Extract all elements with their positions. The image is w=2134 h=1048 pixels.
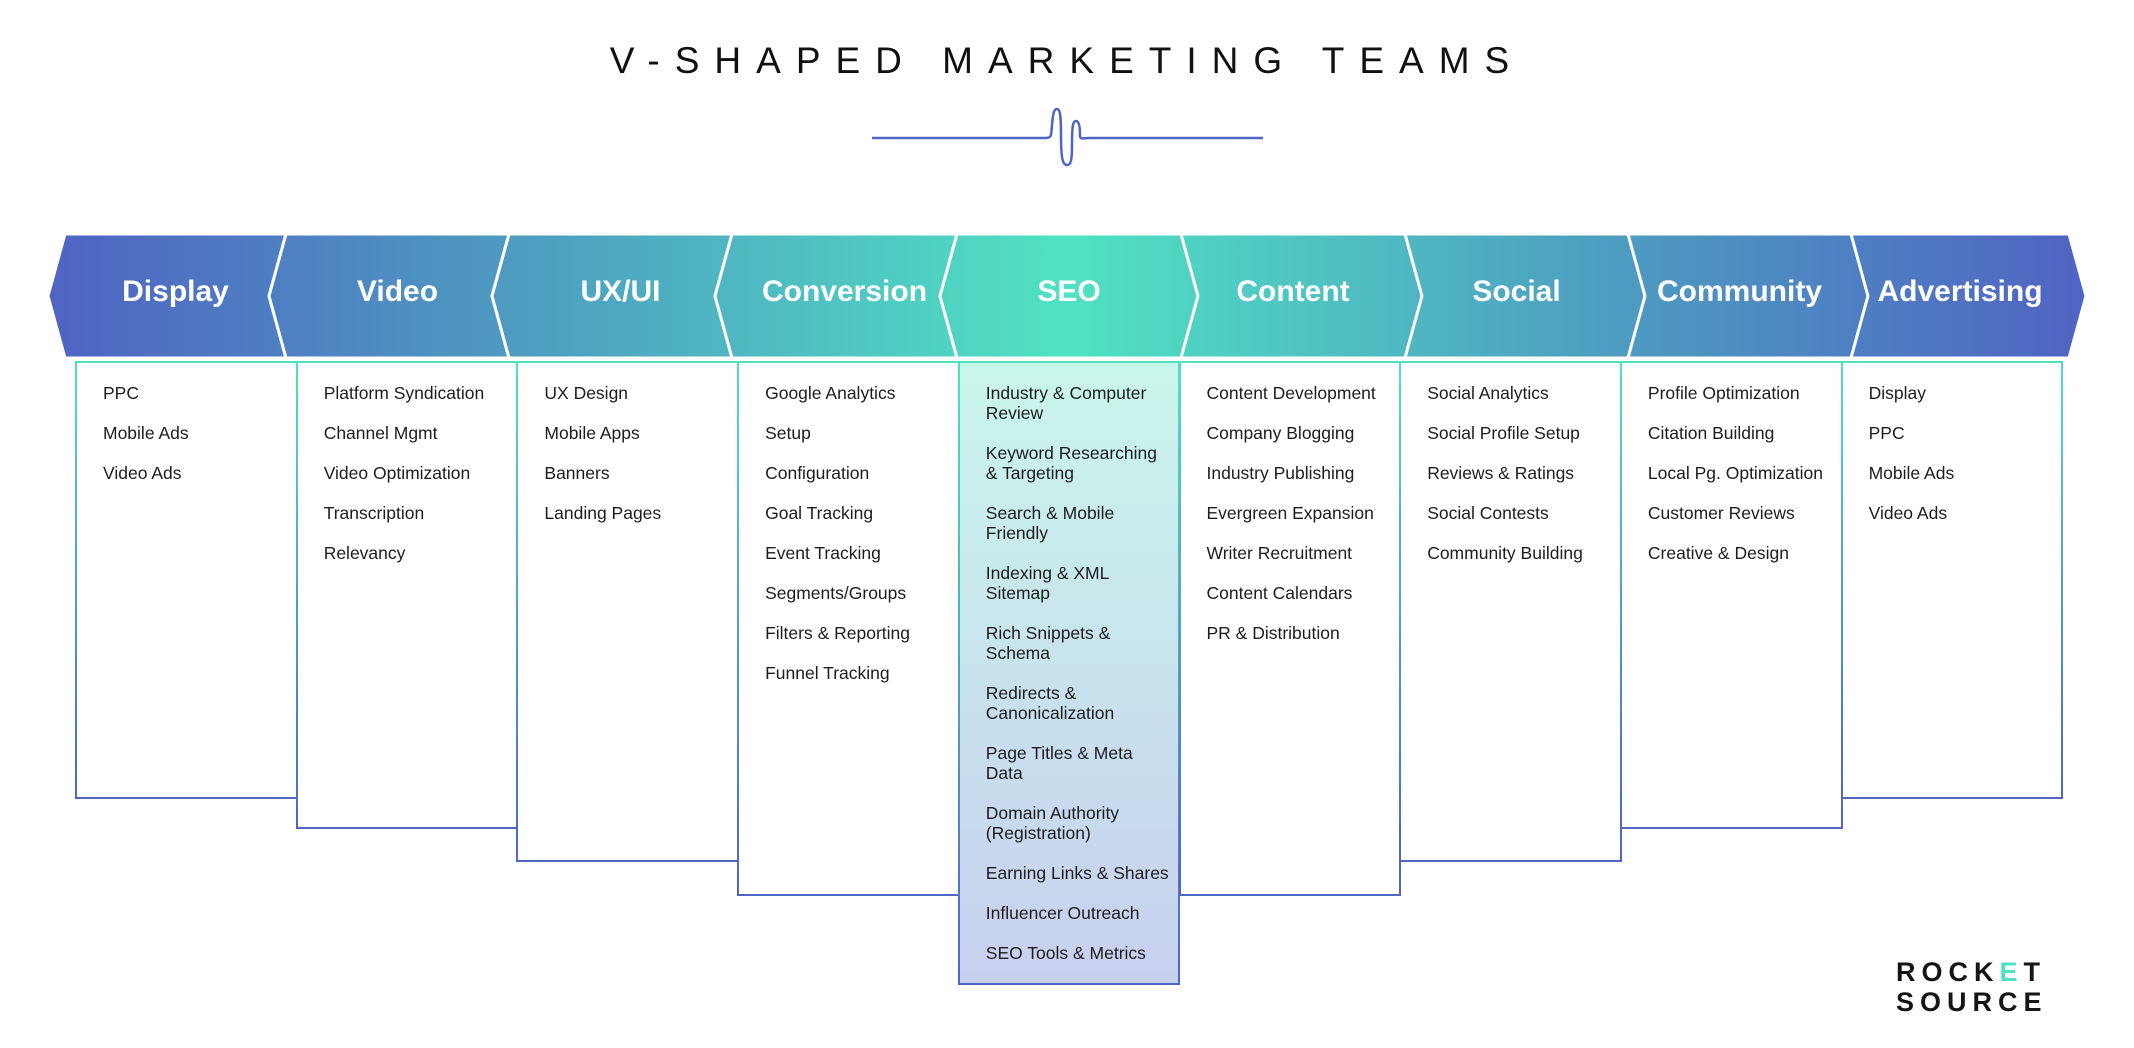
skill-item: Mobile Ads — [103, 423, 189, 443]
skill-item: Segments/Groups — [765, 583, 907, 603]
team-header: Conversion — [761, 275, 928, 308]
skill-item: Social Analytics — [1427, 383, 1549, 403]
skill-item: Page Titles & Meta Data — [985, 743, 1133, 783]
skill-item: Platform Syndication — [323, 383, 485, 403]
skill-item: SEO Tools & Metrics — [985, 943, 1146, 963]
skill-item: Reviews & Ratings — [1427, 463, 1575, 483]
team-header: Community — [1657, 275, 1822, 308]
skill-item: Content Calendars — [1206, 583, 1353, 603]
skill-item: Configuration — [765, 463, 870, 483]
skill-item: Channel Mgmt — [323, 423, 438, 443]
skill-item: Google Analytics — [765, 383, 896, 403]
skill-item: PPC — [103, 383, 139, 403]
skill-item: Influencer Outreach — [985, 903, 1140, 923]
chevron-advertising — [1849, 232, 2088, 360]
skill-item: Banners — [544, 463, 610, 483]
skill-item: Local Pg. Optimization — [1647, 463, 1823, 483]
skill-item: Display — [1868, 383, 1926, 403]
squiggle-divider-icon — [872, 107, 1263, 167]
skill-item: Goal Tracking — [765, 503, 874, 523]
skill-item: Domain Authority (Registration) — [985, 803, 1120, 843]
rocketsource-logo: ROCKET SOURCE — [1896, 957, 2048, 1017]
skill-item: Event Tracking — [765, 543, 881, 563]
logo-line2: SOURCE — [1896, 987, 2048, 1017]
skill-item: Keyword Researching & Targeting — [985, 443, 1157, 483]
skill-item: Relevancy — [323, 543, 406, 563]
team-header: Advertising — [1877, 275, 2043, 308]
skill-item: Funnel Tracking — [765, 663, 890, 683]
skill-item: Mobile Ads — [1868, 463, 1955, 483]
skill-item: Earning Links & Shares — [985, 863, 1169, 883]
skill-item: Transcription — [323, 503, 425, 523]
skill-item: PPC — [1868, 423, 1905, 443]
skill-item: Indexing & XML Sitemap — [985, 563, 1109, 603]
skill-item: Mobile Apps — [544, 423, 640, 443]
skill-item: Creative & Design — [1647, 543, 1789, 563]
skill-item: Evergreen Expansion — [1206, 503, 1374, 523]
skill-item: Customer Reviews — [1647, 503, 1795, 523]
team-header: Display — [122, 275, 229, 308]
skill-item: Redirects & Canonicalization — [985, 683, 1115, 723]
team-header: UX/UI — [580, 275, 661, 308]
skill-item: Setup — [765, 423, 811, 443]
skill-item: Social Contests — [1427, 503, 1549, 523]
skill-item: Industry & Computer Review — [985, 383, 1147, 423]
skill-item: Company Blogging — [1206, 423, 1355, 443]
team-header: Video — [356, 275, 439, 308]
team-chevron-band — [46, 232, 2088, 360]
team-header: Social — [1472, 275, 1561, 308]
skill-item: Social Profile Setup — [1427, 423, 1580, 443]
skill-item: Search & Mobile Friendly — [985, 503, 1115, 543]
skill-item: Content Development — [1206, 383, 1376, 403]
team-header: SEO — [1037, 275, 1101, 308]
skill-item: Landing Pages — [544, 503, 662, 523]
team-header: Content — [1236, 275, 1350, 308]
skill-item: Video Ads — [103, 463, 182, 483]
skill-item: Community Building — [1427, 543, 1583, 563]
page-title: V-SHAPED MARKETING TEAMS — [609, 40, 1525, 81]
skill-item: Profile Optimization — [1647, 383, 1800, 403]
skill-item: Citation Building — [1647, 423, 1775, 443]
skill-item: Industry Publishing — [1206, 463, 1355, 483]
skill-item: UX Design — [544, 383, 629, 403]
skill-item: Filters & Reporting — [765, 623, 911, 643]
logo-line1: ROCKET — [1896, 957, 2047, 987]
skill-item: Video Optimization — [323, 463, 471, 483]
skill-item: PR & Distribution — [1206, 623, 1340, 643]
skill-item: Rich Snippets & Schema — [985, 623, 1111, 663]
skill-item: Writer Recruitment — [1206, 543, 1353, 563]
skill-item: Video Ads — [1868, 503, 1948, 523]
